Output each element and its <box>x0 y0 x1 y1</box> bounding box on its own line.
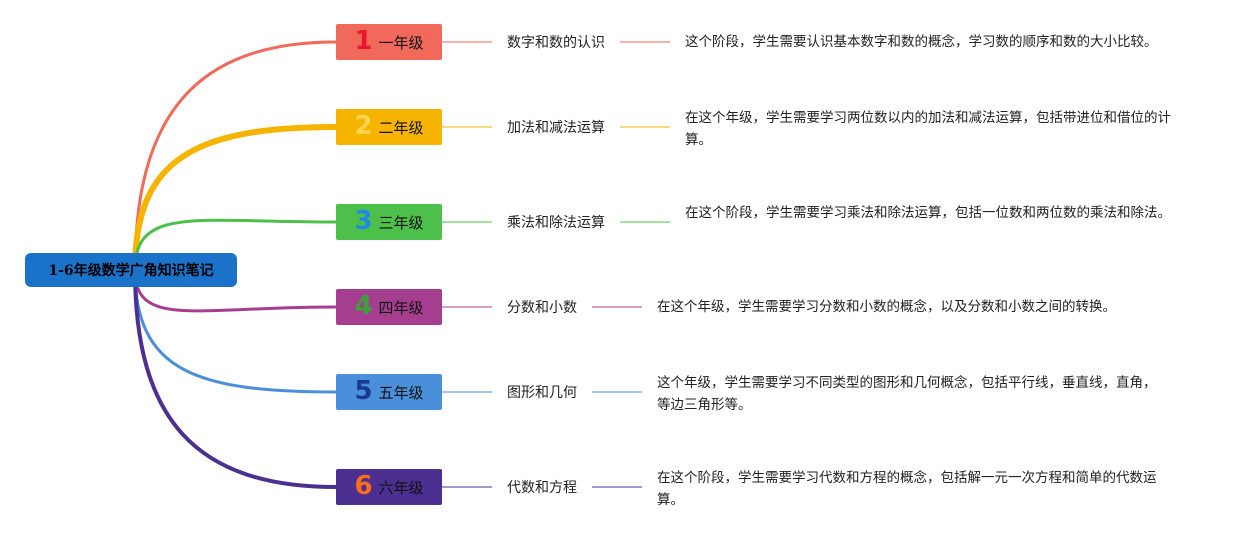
description-node-4[interactable]: 在这个年级，学生需要学习分数和小数的概念，以及分数和小数之间的转换。 <box>657 299 1116 315</box>
topic-node-6[interactable]: 代数和方程 <box>507 480 577 496</box>
grade-number-5: 5 <box>354 376 373 406</box>
description-node-3[interactable]: 在这个阶段，学生需要学习乘法和除法运算，包括一位数和两位数的乘法和除法。 <box>685 205 1171 221</box>
branch-connector-1 <box>133 40 338 272</box>
grade-label-4: 四年级 <box>378 298 424 317</box>
grade-node-2[interactable]: 2 二年级 <box>336 109 442 145</box>
grade-label-3: 三年级 <box>378 213 424 232</box>
grade-label-2: 二年级 <box>378 118 424 137</box>
branch-connector-5 <box>133 268 338 394</box>
branch-connector-3 <box>133 218 338 272</box>
grade-number-6: 6 <box>354 471 373 501</box>
root-node[interactable]: 1-6年级数学广角知识笔记 <box>25 253 237 287</box>
grade-node-1[interactable]: 1 一年级 <box>336 24 442 60</box>
grade-label-6: 六年级 <box>378 478 424 497</box>
grade-node-5[interactable]: 5 五年级 <box>336 374 442 410</box>
grade-number-1: 1 <box>354 26 373 56</box>
topic-node-1[interactable]: 数字和数的认识 <box>507 35 605 51</box>
branch-connector-6 <box>133 268 338 489</box>
topic-node-3[interactable]: 乘法和除法运算 <box>507 215 605 231</box>
description-node-2[interactable]: 在这个年级，学生需要学习两位数以内的加法和减法运算，包括带进位和借位的计算。 <box>685 110 1171 148</box>
grade-number-3: 3 <box>354 206 373 236</box>
topic-node-4[interactable]: 分数和小数 <box>507 300 577 316</box>
grade-node-3[interactable]: 3 三年级 <box>336 204 442 240</box>
grade-label-5: 五年级 <box>378 383 424 402</box>
topic-node-5[interactable]: 图形和几何 <box>507 385 577 401</box>
description-node-1[interactable]: 这个阶段，学生需要认识基本数字和数的概念，学习数的顺序和数的大小比较。 <box>685 34 1158 50</box>
grade-node-4[interactable]: 4 四年级 <box>336 289 442 325</box>
description-node-5[interactable]: 这个年级，学生需要学习不同类型的图形和几何概念，包括平行线，垂直线，直角，等边三… <box>657 375 1157 413</box>
root-label: 1-6年级数学广角知识笔记 <box>48 263 214 279</box>
grade-number-4: 4 <box>354 291 373 321</box>
grade-node-6[interactable]: 6 六年级 <box>336 469 442 505</box>
description-node-6[interactable]: 在这个阶段，学生需要学习代数和方程的概念，包括解一元一次方程和简单的代数运算。 <box>657 470 1157 508</box>
branch-connector-2 <box>132 124 339 273</box>
branch-connector-4 <box>133 268 338 313</box>
grade-number-2: 2 <box>354 111 373 141</box>
topic-node-2[interactable]: 加法和减法运算 <box>507 120 605 136</box>
grade-label-1: 一年级 <box>378 33 424 52</box>
